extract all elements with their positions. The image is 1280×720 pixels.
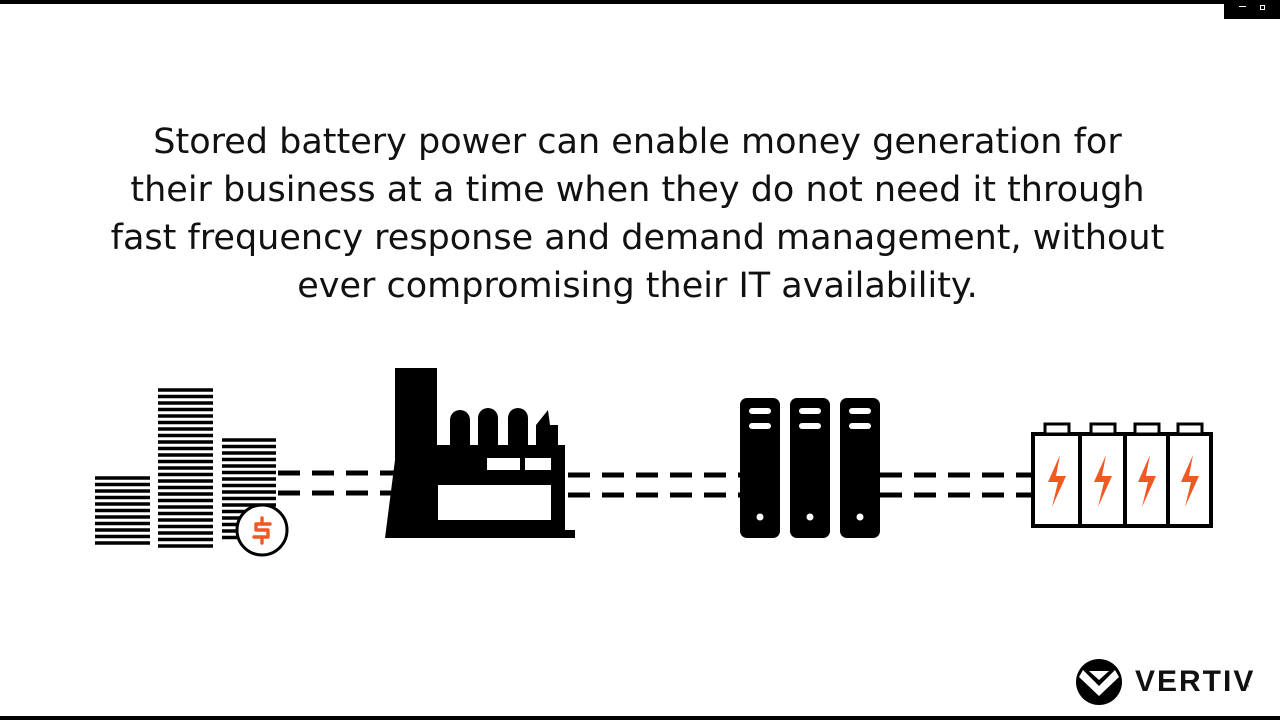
dollar-coin-icon xyxy=(235,503,289,557)
vertiv-logo: VERTIV ™ xyxy=(1075,658,1255,706)
slide-headline: Stored battery power can enable money ge… xyxy=(110,122,1165,306)
window-controls[interactable] xyxy=(1224,0,1280,19)
minimize-icon[interactable] xyxy=(1239,6,1246,7)
trademark: ™ xyxy=(1243,685,1249,691)
factory-icon xyxy=(385,368,575,538)
vertiv-logo-mark-icon xyxy=(1076,659,1122,705)
dashed-connectors xyxy=(278,470,1035,498)
top-border xyxy=(0,0,1280,4)
bottom-border xyxy=(0,716,1280,720)
server-racks-icon xyxy=(740,398,880,538)
brand-name: VERTIV xyxy=(1135,665,1256,698)
maximize-icon[interactable] xyxy=(1260,5,1265,10)
battery-bank-icon xyxy=(1031,422,1213,528)
